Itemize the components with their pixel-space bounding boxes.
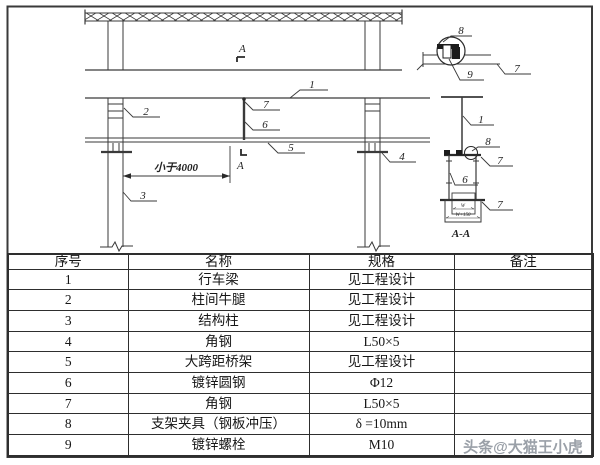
cell-name: 角钢 <box>127 392 310 415</box>
callout-7: 7 <box>263 99 269 111</box>
cell-serial-no: 7 <box>7 392 129 415</box>
dim-arrow-right <box>222 173 230 179</box>
cell-serial-no: 6 <box>7 371 129 394</box>
cell-serial-no: 3 <box>7 309 129 332</box>
cell-serial-no: 5 <box>7 351 129 373</box>
cell-serial-no: 1 <box>7 268 129 291</box>
cell-spec: 见工程设计 <box>308 351 455 373</box>
header-remark: 备注 <box>453 253 594 270</box>
cell-serial-no: 2 <box>7 289 129 311</box>
aa-callout-1: 1 <box>478 114 484 126</box>
section-mark-a-bottom: A <box>236 160 244 172</box>
cell-spec: M10 <box>308 434 455 457</box>
cell-spec: 见工程设计 <box>308 289 455 311</box>
lower-elevation <box>85 97 430 253</box>
aa-section-title: A-A <box>451 228 470 240</box>
cell-name: 行车梁 <box>127 268 310 291</box>
header-spec: 规格 <box>308 253 455 270</box>
cell-name: 镀锌圆钢 <box>127 371 310 394</box>
dim-arrow-left <box>123 173 131 179</box>
cell-name: 柱间牛腿 <box>127 289 310 311</box>
section-cut-mark-bottom <box>240 149 247 156</box>
cell-remark <box>453 289 594 311</box>
callout-1: 1 <box>309 79 315 91</box>
cell-spec: 见工程设计 <box>308 268 455 291</box>
cell-name: 结构柱 <box>127 309 310 332</box>
cell-remark <box>453 413 594 435</box>
detail-callout-9: 9 <box>467 69 473 81</box>
cell-remark <box>453 330 594 353</box>
aa-callout-8: 8 <box>485 136 491 148</box>
cell-serial-no: 8 <box>7 413 129 435</box>
roof-beam <box>84 9 403 71</box>
callout-2: 2 <box>143 106 149 118</box>
aa-dim-w: W <box>461 204 466 209</box>
header-name: 名称 <box>127 253 310 270</box>
cell-remark <box>453 371 594 394</box>
cell-spec: δ =10mm <box>308 413 455 435</box>
cell-remark <box>453 268 594 291</box>
callout-5: 5 <box>288 142 294 154</box>
cell-spec: Φ12 <box>308 371 455 394</box>
table-header-row: 序号 名称 规格 备注 <box>7 253 594 270</box>
watermark: 头条@大猫王小虎 <box>463 439 583 456</box>
cell-serial-no: 9 <box>7 434 129 457</box>
detail-callout-7: 7 <box>514 63 520 75</box>
cell-name: 镀锌螺栓 <box>127 434 310 457</box>
section-mark-a-top: A <box>238 43 246 55</box>
callout-leaders <box>122 89 416 202</box>
aa-callout-7-bottom: 7 <box>497 199 503 211</box>
clamp-detail <box>416 35 531 81</box>
section-aa-detail <box>440 96 513 223</box>
sheet-frame <box>6 5 593 458</box>
cell-spec: L50×5 <box>308 330 455 353</box>
cell-name: 支架夹具（钢板冲压） <box>127 413 310 435</box>
section-cut-mark-top <box>236 56 245 62</box>
cell-remark <box>453 351 594 373</box>
cell-name: 大跨距桥架 <box>127 351 310 373</box>
aa-callout-7-top: 7 <box>497 155 503 167</box>
cell-remark <box>453 309 594 332</box>
cell-remark <box>453 392 594 415</box>
cell-spec: L50×5 <box>308 392 455 415</box>
aa-dim-w150: W+150 <box>455 213 471 218</box>
cell-name: 角钢 <box>127 330 310 353</box>
detail-callout-8: 8 <box>458 25 464 37</box>
cell-serial-no: 4 <box>7 330 129 353</box>
cell-spec: 见工程设计 <box>308 309 455 332</box>
callout-6: 6 <box>262 119 268 131</box>
callout-3: 3 <box>139 190 146 202</box>
span-dimension: 小于4000 <box>154 161 198 174</box>
callout-4: 4 <box>399 151 405 163</box>
cell-remark <box>453 434 594 457</box>
header-serial-no: 序号 <box>7 253 129 270</box>
aa-callout-6: 6 <box>462 174 468 186</box>
